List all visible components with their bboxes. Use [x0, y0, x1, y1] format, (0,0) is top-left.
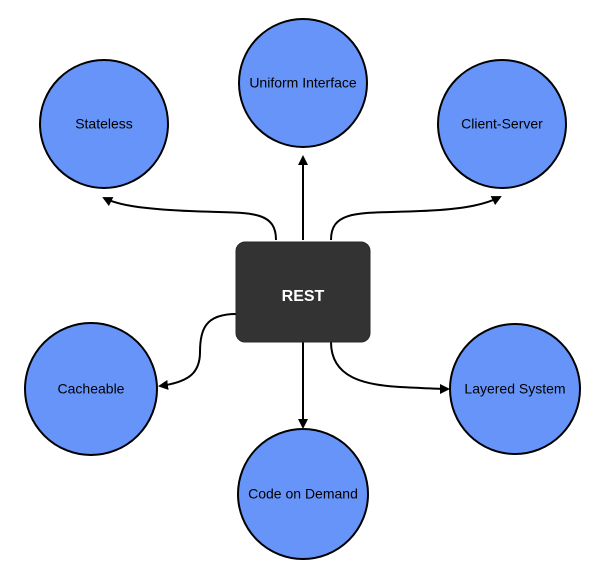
rest-node[interactable]: REST — [235, 241, 371, 343]
rest-label: REST — [282, 288, 325, 305]
edge-rest-to-cacheable — [158, 313, 237, 390]
rest-box — [235, 241, 371, 343]
node-label: Client-Server — [461, 116, 543, 132]
edge-rest-to-stateless — [102, 197, 277, 241]
node-code-on-demand[interactable]: Code on Demand — [237, 428, 369, 560]
node-circle — [449, 323, 581, 455]
node-layered-system[interactable]: Layered System — [449, 323, 581, 455]
node-circle — [437, 59, 567, 189]
node-circle — [39, 59, 169, 189]
node-circle — [237, 428, 369, 560]
node-uniform-interface[interactable]: Uniform Interface — [238, 18, 368, 148]
node-label: Cacheable — [58, 381, 125, 397]
node-circle — [24, 322, 158, 456]
edge-rest-to-layered-system — [330, 341, 450, 394]
node-client-server[interactable]: Client-Server — [437, 59, 567, 189]
node-stateless[interactable]: Stateless — [39, 59, 169, 189]
node-label: Code on Demand — [248, 486, 358, 502]
node-label: Stateless — [75, 116, 133, 132]
edge-rest-to-client-server — [330, 196, 502, 241]
node-label: Uniform Interface — [249, 75, 357, 91]
edges — [102, 155, 502, 429]
node-cacheable[interactable]: Cacheable — [24, 322, 158, 456]
node-label: Layered System — [464, 381, 565, 397]
node-circle — [238, 18, 368, 148]
